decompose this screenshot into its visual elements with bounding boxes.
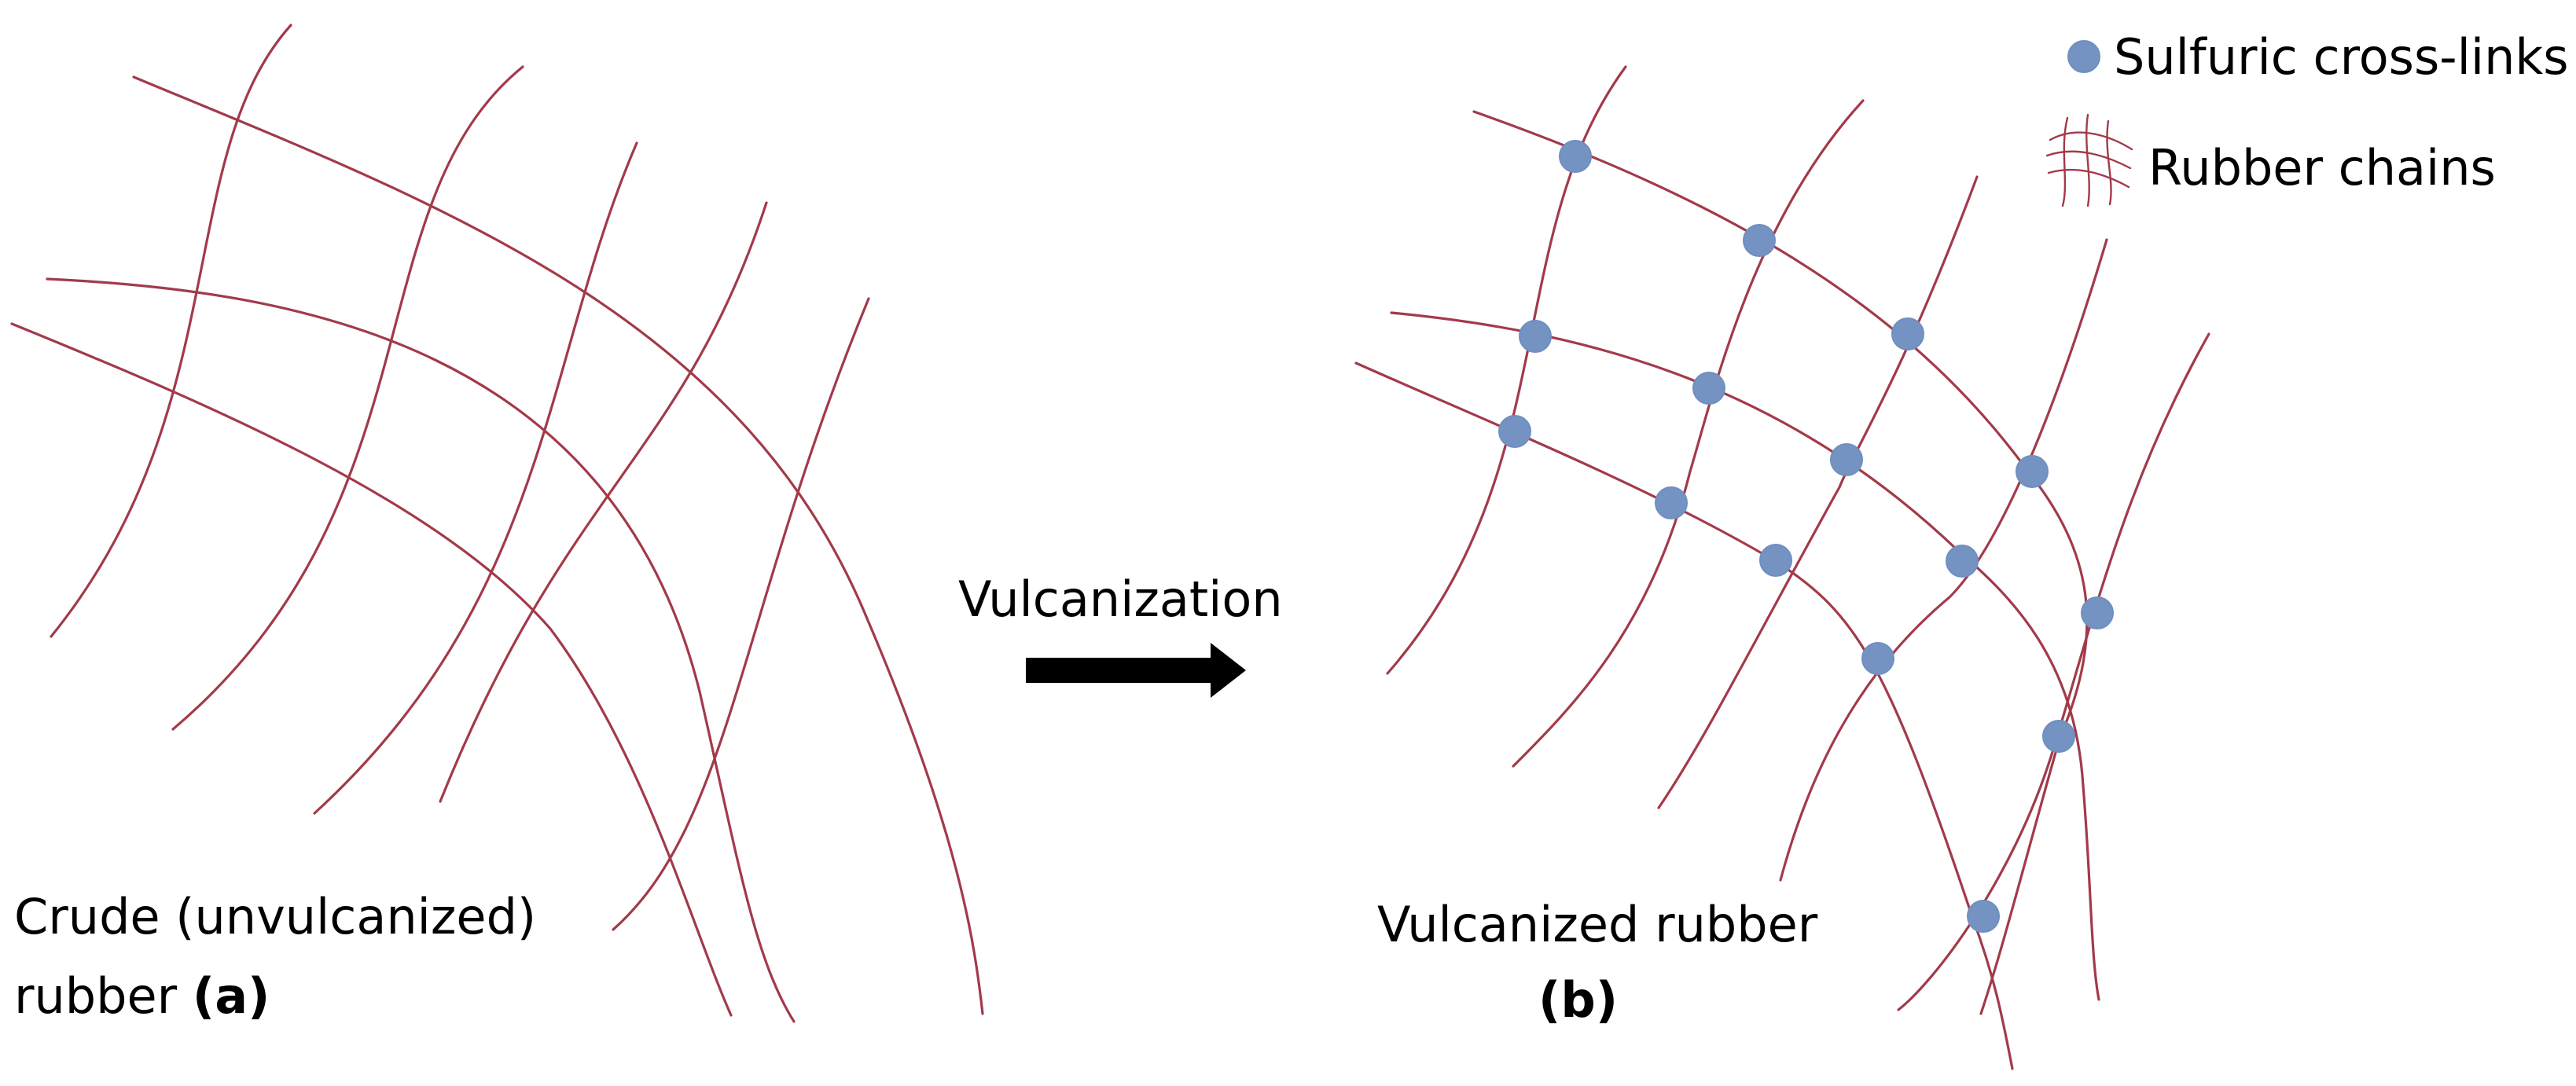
rubber-chain — [171, 65, 524, 731]
crude-rubber-network — [10, 24, 984, 1023]
arrow-head — [1211, 643, 1246, 698]
vulcanization-label: Vulcanization — [958, 571, 1283, 628]
panel-a-caption-word: rubber — [14, 967, 178, 1025]
crosslink-dot — [2081, 596, 2114, 629]
crosslink-dot — [2016, 455, 2049, 488]
crosslink-dot — [1759, 544, 1792, 577]
rubber-chain — [1897, 332, 2210, 1011]
legend-crosslinks-label: Sulfuric cross-links — [2114, 28, 2569, 86]
legend-chain-icon — [2045, 113, 2133, 207]
arrow-shaft — [1026, 658, 1215, 683]
crosslink-dot — [2042, 720, 2075, 753]
legend-crosslink-dot — [2067, 40, 2100, 73]
crosslink-dot — [1891, 317, 1924, 350]
legend-graphics — [2045, 40, 2133, 207]
rubber-chain — [1779, 238, 2108, 882]
panel-b-caption: Vulcanized rubber — [1377, 896, 1818, 953]
panel-a-caption-line2: rubber (a) — [14, 966, 270, 1027]
rubber-chain — [50, 24, 292, 638]
crosslink-dot — [1743, 224, 1776, 257]
rubber-chain — [1390, 311, 2100, 1001]
rubber-chain — [1354, 361, 2014, 1070]
panel-b-letter: (b) — [1538, 971, 1619, 1029]
rubber-chain — [132, 75, 984, 1015]
crosslink-dot — [1946, 545, 1979, 578]
crosslink-dot — [1861, 642, 1894, 675]
rubber-chain — [1512, 99, 1865, 768]
crosslink-dot — [1519, 320, 1552, 353]
rubber-chain — [313, 141, 638, 815]
panel-a-letter: (a) — [192, 967, 270, 1025]
rubber-chain — [1472, 110, 2089, 1015]
rubber-chain — [612, 297, 870, 931]
crosslink-dot — [1692, 372, 1725, 405]
rubber-chain — [439, 201, 768, 803]
crosslink-dot — [1655, 486, 1688, 519]
rubber-chain — [46, 277, 796, 1023]
legend-rubber-chains-label: Rubber chains — [2148, 139, 2496, 196]
crosslink-points — [1498, 140, 2114, 933]
vulcanized-rubber-network — [1354, 65, 2210, 1070]
crosslink-dot — [1498, 415, 1531, 448]
vulcanization-arrow — [1026, 643, 1246, 698]
crosslink-dot — [1830, 443, 1863, 476]
rubber-chain — [1657, 175, 1979, 809]
panel-a-caption-line1: Crude (unvulcanized) — [14, 888, 537, 945]
crosslink-dot — [1559, 140, 1592, 173]
crosslink-dot — [1967, 900, 2000, 933]
